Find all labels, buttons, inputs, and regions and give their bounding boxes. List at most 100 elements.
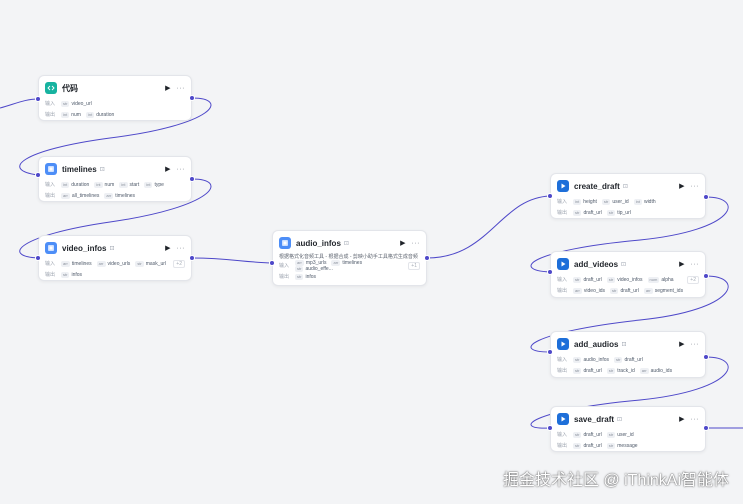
param-type-badge: arr (104, 192, 114, 199)
plugin-icon (45, 163, 57, 175)
node-title: audio_infos (296, 238, 341, 248)
param-type-badge: arr (96, 260, 106, 267)
more-button[interactable]: ··· (176, 244, 185, 252)
input-port[interactable] (547, 425, 553, 431)
param-type-badge: str (606, 367, 616, 374)
input-port[interactable] (547, 269, 553, 275)
input-label: 输入 (557, 277, 568, 283)
run-button[interactable]: ▶ (165, 245, 171, 252)
param-type-badge: str (614, 356, 623, 363)
param-type-badge: str (573, 367, 582, 374)
output-label: 输出 (557, 443, 568, 449)
external-link-icon[interactable]: ⊡ (109, 245, 115, 252)
output-port[interactable] (189, 95, 195, 101)
param-name: timelines (115, 192, 136, 199)
external-link-icon[interactable]: ⊡ (99, 166, 105, 173)
input-label: 输入 (557, 357, 568, 363)
output-port[interactable] (703, 354, 709, 360)
run-button[interactable]: ▶ (679, 341, 685, 348)
more-button[interactable]: ··· (690, 260, 699, 268)
input-port[interactable] (35, 96, 41, 102)
output-port[interactable] (189, 176, 195, 182)
param-type-badge: str (601, 198, 611, 205)
play-icon (557, 180, 569, 192)
more-button[interactable]: ··· (176, 84, 185, 92)
output-port[interactable] (424, 255, 430, 261)
input-port[interactable] (269, 260, 275, 266)
node-description: 根据格式化音频工具 - 根据合成 - 剪映小助手工具格式生成音频 (279, 254, 418, 260)
param-type-badge: str (573, 442, 582, 449)
external-link-icon[interactable]: ⊡ (621, 341, 627, 348)
node-audio-infos[interactable]: audio_infos ⊡ ▶ ··· 根据格式化音频工具 - 根据合成 - 剪… (272, 230, 427, 286)
more-button[interactable]: ··· (690, 415, 699, 423)
param-name: audio_effe... (305, 265, 333, 272)
param-name: video_infos (617, 276, 643, 283)
more-button[interactable]: ··· (176, 165, 185, 173)
run-button[interactable]: ▶ (679, 183, 685, 190)
external-link-icon[interactable]: ⊡ (343, 240, 349, 247)
external-link-icon[interactable]: ⊡ (617, 416, 623, 423)
plugin-icon (279, 237, 291, 249)
run-button[interactable]: ▶ (679, 261, 685, 268)
output-port[interactable] (703, 425, 709, 431)
input-port[interactable] (35, 255, 41, 261)
param-name: audio_infos (583, 356, 610, 363)
node-title: video_infos (62, 243, 107, 253)
input-port[interactable] (35, 172, 41, 178)
output-port[interactable] (703, 194, 709, 200)
more-button[interactable]: ··· (690, 182, 699, 190)
run-button[interactable]: ▶ (165, 85, 171, 92)
more-button[interactable]: ··· (411, 239, 420, 247)
more-params-badge[interactable]: +2 (687, 275, 699, 284)
more-button[interactable]: ··· (690, 340, 699, 348)
param-name: mask_url (145, 260, 167, 267)
node-title: timelines (62, 164, 97, 174)
run-button[interactable]: ▶ (679, 416, 685, 423)
input-port[interactable] (547, 193, 553, 199)
param-type-badge: int (61, 181, 70, 188)
param-name: draft_url (620, 287, 639, 294)
input-port[interactable] (547, 349, 553, 355)
param-name: timelines (342, 259, 363, 266)
output-port[interactable] (189, 255, 195, 261)
more-params-badge[interactable]: +1 (408, 261, 420, 270)
param-name: message (617, 442, 638, 449)
param-name: alpha (661, 276, 674, 283)
param-name: user_id (612, 198, 629, 205)
run-button[interactable]: ▶ (400, 240, 406, 247)
param-name: segment_ids (654, 287, 684, 294)
external-link-icon[interactable]: ⊡ (622, 183, 628, 190)
input-label: 输入 (45, 261, 56, 267)
output-port[interactable] (703, 273, 709, 279)
node-title: create_draft (574, 181, 620, 191)
external-link-icon[interactable]: ⊡ (621, 261, 627, 268)
more-params-badge[interactable]: +2 (173, 259, 185, 268)
param-name: draft_url (583, 367, 602, 374)
run-button[interactable]: ▶ (165, 166, 171, 173)
